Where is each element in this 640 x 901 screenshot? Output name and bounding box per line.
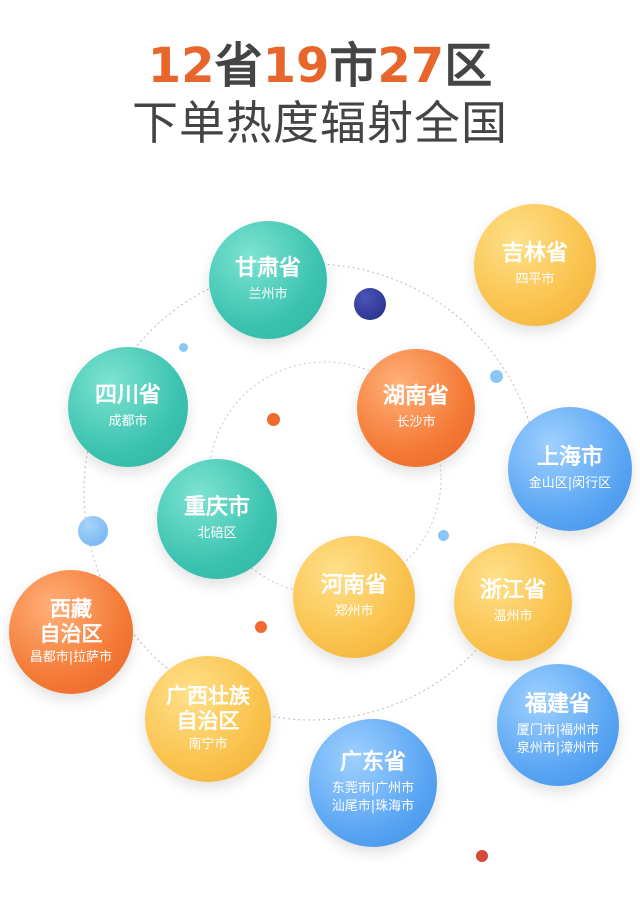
region-hunan: 湖南省 长沙市: [357, 349, 475, 467]
region-sichuan: 四川省 成都市: [68, 347, 188, 467]
region-name: 重庆市: [183, 495, 250, 520]
region-name: 广东省: [339, 750, 406, 775]
headline-stats: 12省19市27区: [0, 36, 640, 96]
region-cities: 北碚区: [197, 526, 237, 541]
headline-number: 27: [377, 38, 445, 94]
headline-unit: 区: [444, 38, 493, 94]
region-cities: 昌都市|拉萨市: [29, 650, 113, 665]
inner-orbit: [208, 361, 442, 595]
region-name-line2: 自治区: [39, 622, 103, 646]
region-xizang: 西藏 自治区 昌都市|拉萨市: [9, 570, 133, 694]
region-henan: 河南省 郑州市: [293, 536, 415, 658]
region-name: 河南省: [320, 573, 387, 598]
headline-number: 12: [147, 38, 215, 94]
region-cities: 东莞市|广州市: [331, 781, 415, 796]
region-chongqing: 重庆市 北碚区: [157, 459, 277, 579]
region-name: 甘肃省: [234, 256, 301, 281]
region-name: 浙江省: [479, 578, 546, 603]
region-cities: 成都市: [108, 414, 148, 429]
outer-orbit: [83, 263, 541, 721]
region-name: 上海市: [536, 445, 603, 470]
headline-number: 19: [262, 38, 330, 94]
headline-unit: 省: [214, 38, 263, 94]
region-cities: 汕尾市|珠海市: [331, 799, 415, 814]
region-cities: 南宁市: [188, 737, 228, 752]
region-name-line1: 西藏: [50, 597, 92, 621]
region-gansu: 甘肃省 兰州市: [209, 221, 327, 339]
region-name-line1: 广西壮族: [166, 684, 250, 708]
region-cities: 郑州市: [334, 604, 374, 619]
region-guangxi: 广西壮族 自治区 南宁市: [145, 656, 271, 782]
decor-dot-orange: [267, 413, 280, 426]
region-name: 吉林省: [501, 241, 568, 266]
decor-dot-lightblue: [438, 530, 449, 541]
region-cities: 四平市: [515, 272, 555, 287]
decor-dot-navy: [354, 288, 386, 320]
decor-dot-lightblue: [490, 370, 503, 383]
region-name: 福建省: [524, 692, 591, 717]
region-guangdong: 广东省 东莞市|广州市 汕尾市|珠海市: [309, 719, 437, 847]
region-cities: 金山区|闵行区: [528, 476, 612, 491]
headline-unit: 市: [329, 38, 378, 94]
decor-dot-blue: [78, 516, 108, 546]
region-fujian: 福建省 厦门市|福州市 泉州市|漳州市: [497, 664, 619, 786]
decor-dot-lightblue: [179, 343, 188, 352]
region-cities: 厦门市|福州市: [516, 723, 600, 738]
region-cities: 温州市: [493, 609, 533, 624]
region-cities: 长沙市: [396, 415, 436, 430]
region-name-line2: 自治区: [176, 709, 240, 733]
region-name: 湖南省: [382, 384, 449, 409]
region-name: 四川省: [94, 383, 161, 408]
headline-subtitle: 下单热度辐射全国: [132, 96, 508, 150]
region-shanghai: 上海市 金山区|闵行区: [508, 407, 632, 531]
region-zhejiang: 浙江省 温州市: [454, 543, 572, 661]
decor-dot-red: [476, 850, 488, 862]
region-jilin: 吉林省 四平市: [474, 204, 596, 326]
decor-dot-orange: [255, 621, 267, 633]
region-cities: 兰州市: [248, 287, 288, 302]
region-cities: 泉州市|漳州市: [516, 741, 600, 756]
